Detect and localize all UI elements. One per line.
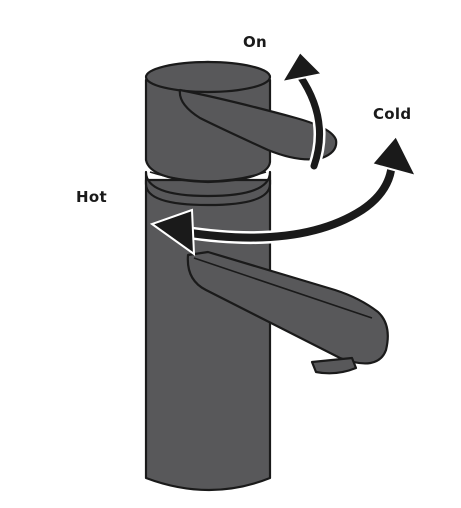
spout-aerator <box>310 356 358 375</box>
faucet-body <box>144 60 389 492</box>
hot-label: Hot <box>76 188 107 206</box>
temperature-arrow-icon <box>149 134 418 257</box>
faucet-collar <box>144 170 272 207</box>
faucet-details <box>149 171 373 319</box>
lever-cap-top <box>144 60 272 94</box>
faucet-spout <box>186 250 389 365</box>
on-label: On <box>243 33 268 51</box>
cold-label: Cold <box>373 105 412 123</box>
faucet-column <box>144 178 272 492</box>
on-arrow-icon <box>279 50 326 172</box>
